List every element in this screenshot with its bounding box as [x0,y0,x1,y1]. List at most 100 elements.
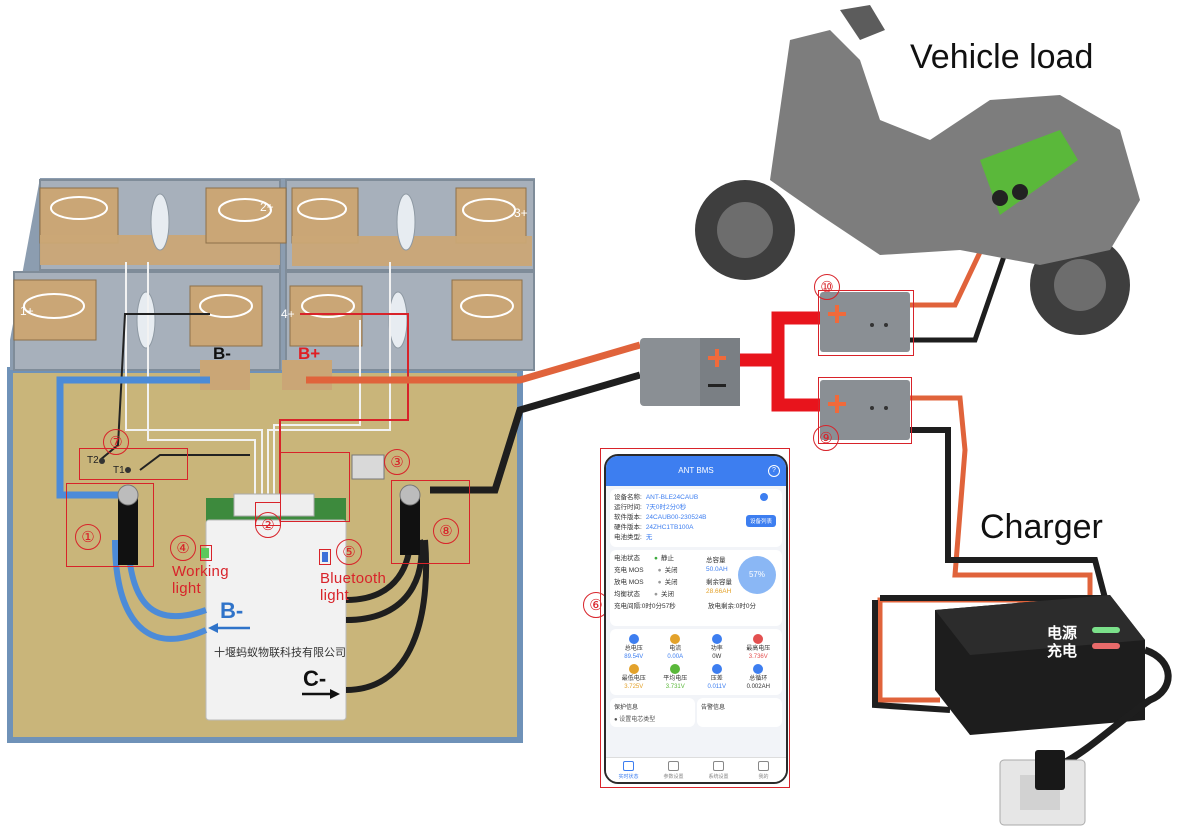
metric-value: 0.002AH [746,684,770,690]
metric-label: 平均电压 [663,676,688,682]
marker-3: ③ [384,449,410,475]
status-dot-icon: ● [657,567,662,574]
metric-label: 电流 [669,646,682,652]
soc-gauge: 57% [738,556,776,594]
vehicle-load-title: Vehicle load [910,38,1094,76]
t1-label: T1 [113,465,125,476]
tab-item[interactable]: 系统设置 [696,758,741,782]
callout-box-4 [200,545,212,561]
charger-power-label: 电源 [1047,624,1078,642]
bluetooth-icon [760,493,768,501]
callout-box-10 [818,290,914,356]
help-icon[interactable]: ? [768,465,780,477]
charger-title: Charger [980,508,1103,546]
bms-company-label: 十堰蚂蚁物联科技有限公司 [214,646,346,659]
vehicle-connector [820,292,910,352]
metric-label: 功率 [710,646,723,652]
marker-10: ⑩ [814,274,840,300]
info-row: 保护信息 ● 设置电芯类型 告警信息 [610,698,782,727]
charger-brick [935,595,1172,769]
status-row: 电池状态●静止 [614,554,778,564]
callout-box-3 [280,452,350,522]
metric-label: 总电压 [624,646,643,652]
metric-value: 0W [712,654,722,660]
battery-type: 无 [645,534,653,541]
tab-bar: 实时状态 参数设置 系统设置我的 [606,757,786,782]
remaining-capacity-label: 剩余容量 [706,579,732,586]
protect-card: 保护信息 ● 设置电芯类型 [610,698,695,727]
status-label: 电池状态 [614,555,640,562]
device-list-button[interactable]: 设备列表 [745,515,776,527]
runtime: 7天0时2分0秒 [645,504,687,511]
metric-icon [753,634,764,644]
metric-cell: 总电压 89.54V [614,633,654,661]
cell-1-plus-label: 1+ [20,304,34,318]
status-dot-icon: ● [657,579,662,586]
metric-icon [711,664,722,674]
marker-9: ⑨ [813,425,839,451]
metric-value: 0.00A [667,654,684,660]
scooter [695,5,1140,335]
tab-item[interactable]: 参数设置 [651,758,696,782]
marker-1: ① [75,524,101,550]
status-label: 放电 MOS [614,579,644,586]
b-plus-terminal-label: B+ [298,344,321,363]
alarm-title: 告警信息 [701,705,726,711]
tab-icon [623,761,634,771]
charger-charging-label: 充电 [1047,642,1078,660]
metric-label: 最高电压 [746,646,771,652]
callout-box-5 [319,549,331,565]
software-label: 软件版本: [614,514,642,521]
device-info-card: 设备名称:ANT-BLE24CAUB 运行时间:7天0时2分0秒 软件版本:24… [610,489,782,547]
app-title: ANT BMS [678,466,714,475]
marker-7: ⑦ [103,429,129,455]
phone-app-callout: ANT BMS ? 设备名称:ANT-BLE24CAUB 运行时间:7天0时2分… [600,448,790,788]
metric-icon [628,634,639,644]
tab-label: 参数设置 [663,774,684,780]
callout-box-7 [79,448,188,480]
status-value: 关闭 [660,591,674,598]
c-minus-cable-label: C- [303,666,327,691]
total-capacity: 50.0AH [706,566,728,573]
charger-connector [820,380,910,440]
total-capacity-label: 总容量 [706,557,726,564]
metric-cell: 平均电压 3.731V [656,663,696,691]
bluetooth-light-note: Bluetooth light [320,570,387,604]
tab-icon [758,761,769,771]
metric-icon [628,664,639,674]
status-value: 关闭 [664,567,678,574]
b-minus-terminal-label: B- [213,344,231,363]
protect-item-text: 设置电芯类型 [619,717,656,723]
device-name-label: 设备名称: [614,494,642,501]
marker-2: ② [255,512,281,538]
working-light-note: Working light [172,563,229,597]
cell-3-plus-label: 3+ [514,206,528,220]
charge-time: 充电间隔:0时0分57秒 [614,603,676,610]
remaining-capacity: 28.66AH [706,588,732,595]
tab-icon [713,761,724,771]
status-label: 均衡状态 [614,591,640,598]
marker-5: ⑤ [336,539,362,565]
software-version: 24CAUB00-230524B [645,514,707,521]
tab-label: 实时状态 [618,774,639,780]
status-value: 关闭 [664,579,678,586]
tab-item[interactable]: 实时状态 [606,758,651,782]
t2-label: T2 [87,455,99,466]
tab-item[interactable]: 我的 [741,758,786,782]
status-row: 放电 MOS ●关闭 [614,578,778,588]
marker-8: ⑧ [433,518,459,544]
battery-type-label: 电池类型: [614,534,642,541]
callout-box-8 [391,480,470,564]
metric-value: 89.54V [624,654,644,660]
metric-cell: 功率 0W [697,633,737,661]
metric-label: 最低电压 [621,676,646,682]
app-header: ANT BMS ? [606,456,786,486]
cell-4-plus-label: 4+ [281,307,295,321]
metric-value: 3.731V [665,684,685,690]
callout-box-1 [66,483,154,567]
status-dot-icon: ● [654,555,658,562]
